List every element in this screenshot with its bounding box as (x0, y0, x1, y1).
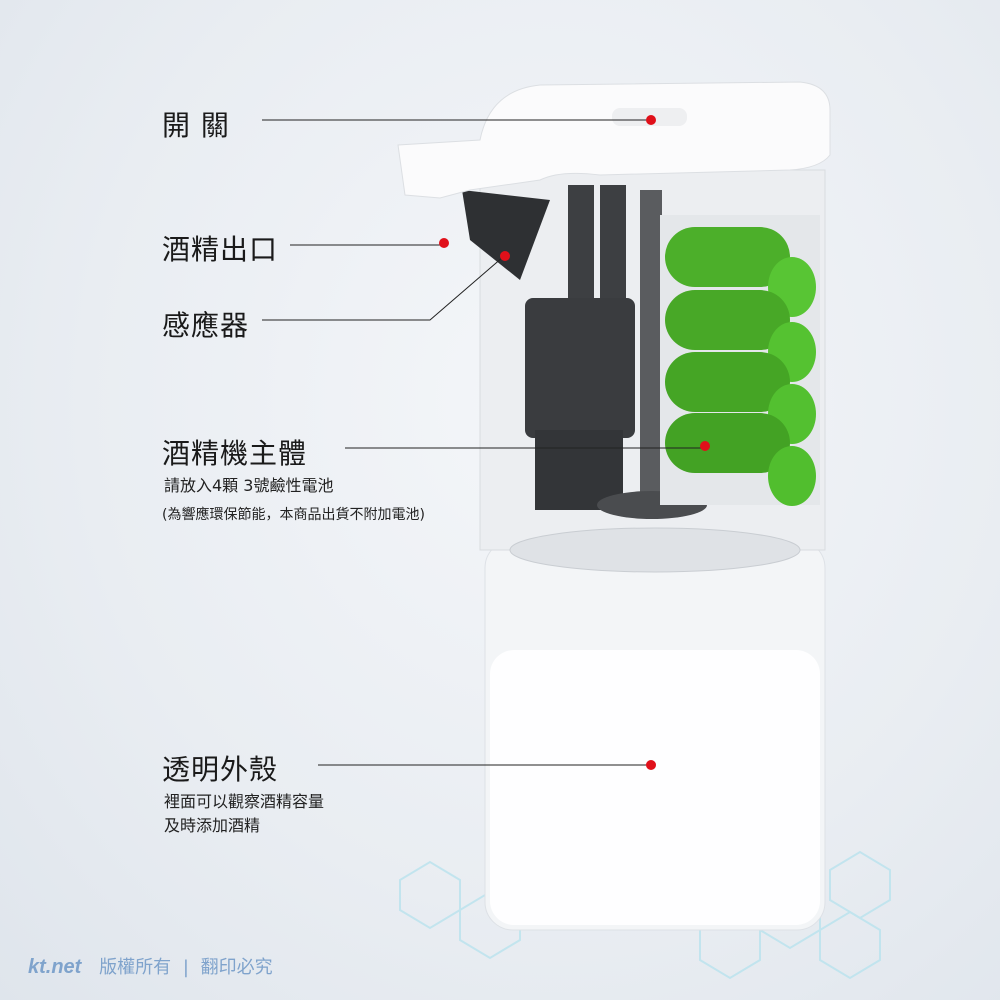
label-transparent-shell: 透明外殼 (162, 753, 279, 786)
rights-text: 翻印必究 (200, 957, 273, 978)
label-alcohol-outlet: 酒精出口 (162, 233, 279, 266)
marker-dots (439, 115, 710, 770)
separator: | (182, 957, 189, 978)
sensor-part (462, 190, 550, 280)
label-main-body: 酒精機主體 (162, 437, 308, 470)
shell-note-2: 及時添加酒精 (164, 816, 261, 835)
lid (397, 81, 831, 199)
pump-motor (525, 298, 635, 438)
footer-copyright: kt.net 版權所有 | 翻印必究 (28, 953, 273, 979)
label-switch: 開 關 (162, 109, 230, 142)
batteries (665, 227, 816, 506)
copyright-text: 版權所有 (99, 957, 172, 978)
battery-note: 請放入4顆 3號鹼性電池 (164, 476, 334, 495)
alcohol-liquid (490, 650, 820, 925)
battery (665, 352, 816, 444)
battery (665, 413, 816, 506)
shell-note-1: 裡面可以觀察酒精容量 (164, 792, 325, 811)
label-sensor: 感應器 (162, 309, 250, 342)
battery-disclaimer: (為響應環保節能，本商品出貨不附加電池) (162, 507, 425, 523)
leader-lines (262, 119, 704, 766)
ktnet-logo: kt.net (28, 956, 82, 978)
